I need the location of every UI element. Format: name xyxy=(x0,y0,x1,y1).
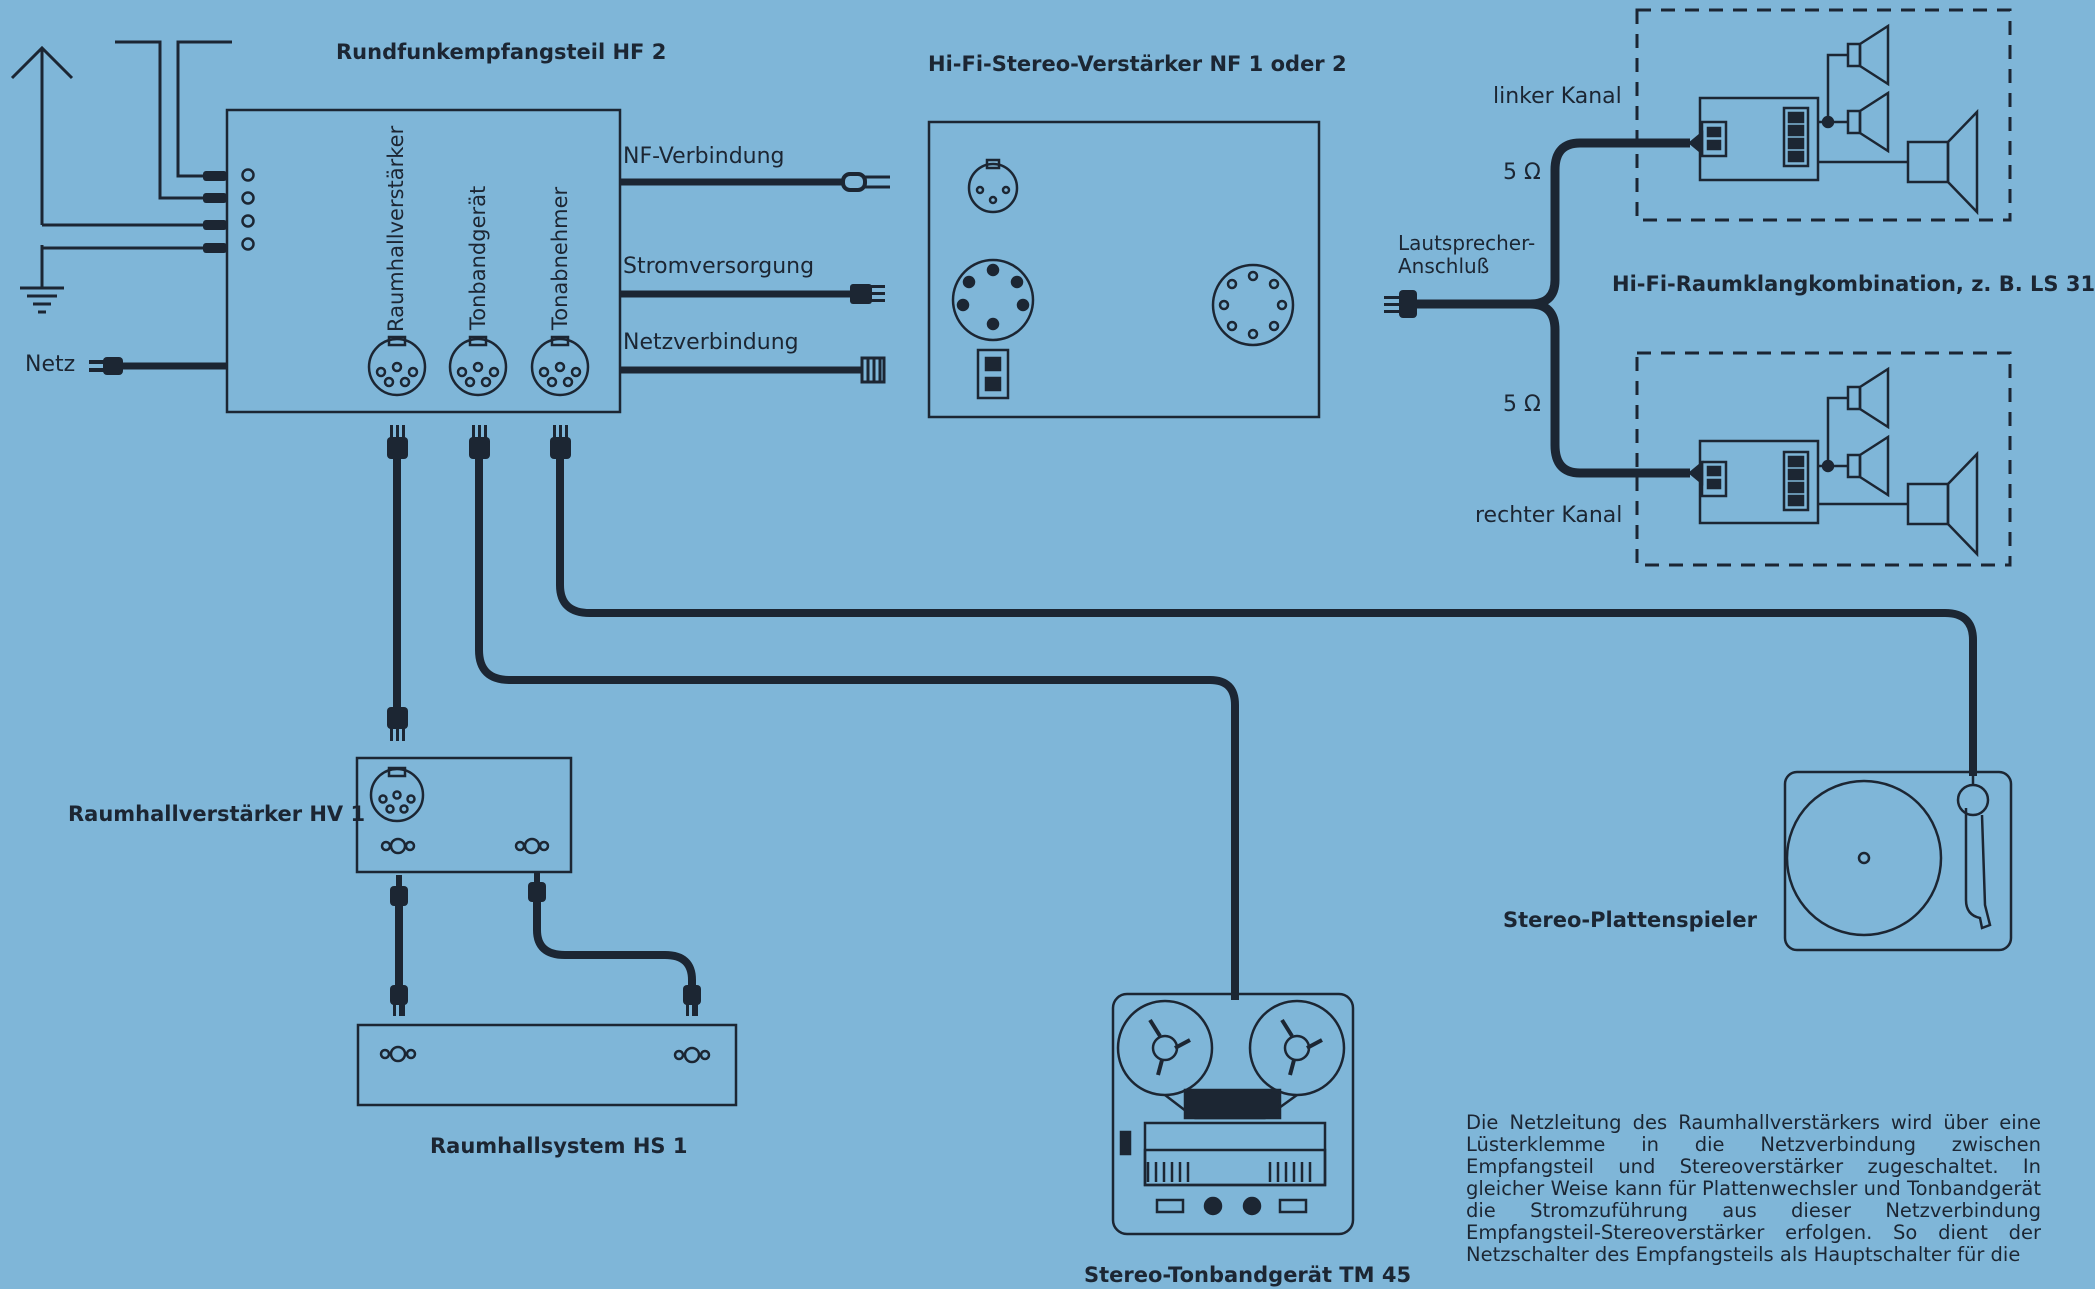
speaker-icon xyxy=(1846,90,1890,154)
mains-link-socket-icon xyxy=(860,356,886,384)
nf-connection-label: NF-Verbindung xyxy=(623,144,785,169)
socket-label-tape: Tonbandgerät xyxy=(466,185,490,330)
din-plug-icon xyxy=(387,425,571,459)
mains-link-label: Netzverbindung xyxy=(623,330,799,355)
power-plug-icon xyxy=(850,284,885,304)
receiver-title: Rundfunkempfangsteil HF 2 xyxy=(336,40,667,64)
speakers-title: Hi-Fi-Raumklangkombination, z. B. LS 31 xyxy=(1612,272,2095,296)
right-channel-label: rechter Kanal xyxy=(1475,503,1623,528)
left-channel-label: linker Kanal xyxy=(1493,84,1622,109)
amplifier-title: Hi-Fi-Stereo-Verstärker NF 1 oder 2 xyxy=(928,52,1347,76)
speaker-icon xyxy=(1906,450,1979,558)
speaker-icon xyxy=(1846,434,1890,498)
turntable-icon xyxy=(1783,770,2013,952)
speaker-plug-icon xyxy=(1384,290,1417,318)
receiver-box xyxy=(225,108,622,414)
speaker-connector-label: Lautsprecher- Anschluß xyxy=(1398,231,1536,278)
antenna-icon xyxy=(10,40,232,250)
speaker-icon xyxy=(1846,23,1890,87)
footnote-text: Die Netzleitung des Raumhallverstärkers … xyxy=(1466,1111,2041,1266)
mains-plug-icon xyxy=(89,357,123,375)
reverb-amp-title: Raumhallverstärker HV 1 xyxy=(68,802,366,826)
din-socket-icon xyxy=(530,335,590,397)
nf-plug-icon xyxy=(841,172,890,192)
socket-label-pickup: Tonabnehmer xyxy=(548,186,572,330)
amplifier-box xyxy=(927,120,1321,419)
speaker-icon xyxy=(1846,366,1890,430)
speaker-box-right xyxy=(1635,351,2012,567)
speaker-icon xyxy=(1906,108,1979,216)
impedance-bottom-label: 5 Ω xyxy=(1503,392,1541,417)
socket-label-reverb: Raumhallverstärker xyxy=(384,125,408,332)
speaker-box-left xyxy=(1635,8,2012,222)
din-socket-icon xyxy=(448,335,508,397)
impedance-top-label: 5 Ω xyxy=(1503,160,1541,185)
mains-label: Netz xyxy=(25,352,76,377)
ground-icon xyxy=(20,248,64,314)
reverb-system-title: Raumhallsystem HS 1 xyxy=(430,1134,688,1158)
tape-title: Stereo-Tonbandgerät TM 45 xyxy=(1084,1263,1412,1287)
tape-recorder-icon xyxy=(1111,992,1355,1236)
reverb-system-box xyxy=(356,1023,738,1107)
din-socket-icon xyxy=(367,335,427,397)
reverb-amp-box xyxy=(355,756,573,874)
turntable-title: Stereo-Plattenspieler xyxy=(1503,908,1757,932)
power-supply-label: Stromversorgung xyxy=(623,254,815,279)
